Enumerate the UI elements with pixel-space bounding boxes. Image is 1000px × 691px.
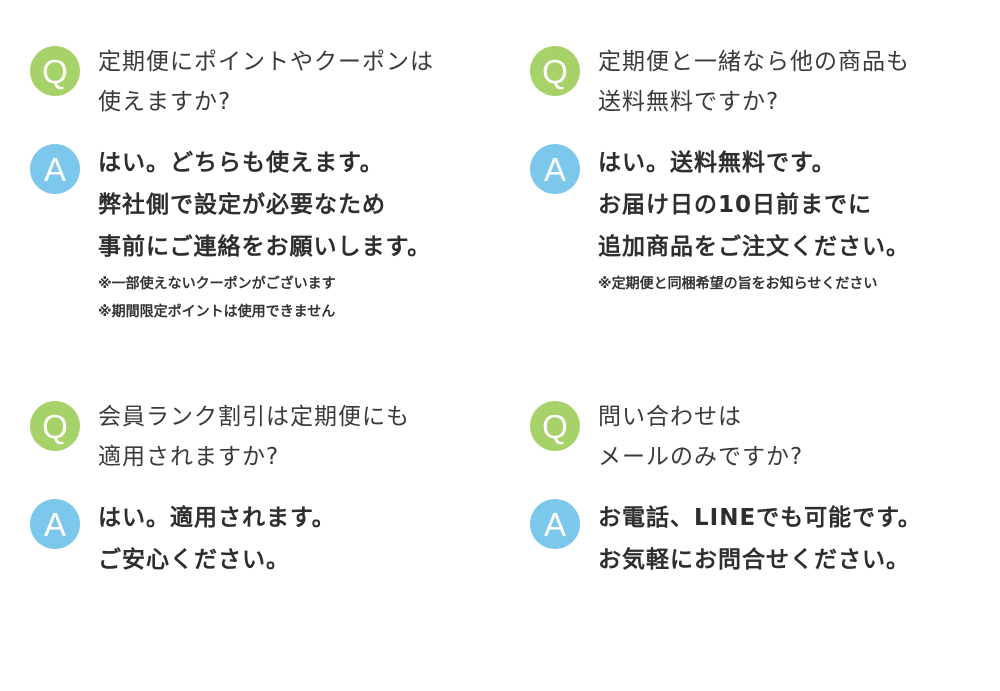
a-badge-icon: A	[30, 499, 80, 549]
question-line: 定期便と一緒なら他の商品も	[598, 49, 910, 75]
question-line: 使えますか?	[98, 89, 232, 115]
a-badge-icon: A	[530, 499, 580, 549]
answer-line: ご安心ください。	[98, 547, 290, 573]
question: Q 定期便と一緒なら他の商品も 送料無料ですか?	[530, 42, 970, 138]
answer-line: お電話、LINEでも可能です。	[598, 505, 922, 531]
answer-line: はい。どちらも使えます。	[98, 150, 384, 176]
question-line: 問い合わせは	[598, 404, 742, 430]
note-line: ※一部使えないクーポンがございます	[98, 276, 336, 292]
question: Q 問い合わせは メールのみですか?	[530, 397, 970, 493]
answer-line: 弊社側で設定が必要なため	[98, 192, 386, 218]
a-badge-icon: A	[530, 144, 580, 194]
question-line: メールのみですか?	[598, 444, 804, 470]
answer-line: はい。適用されます。	[98, 505, 336, 531]
faq-item-contact-methods: Q 問い合わせは メールのみですか? A お電話、LINEでも可能です。 お気軽…	[530, 397, 970, 581]
answer: A はい。どちらも使えます。 弊社側で設定が必要なため 事前にご連絡をお願いしま…	[30, 142, 470, 326]
question-line: 定期便にポイントやクーポンは	[98, 49, 434, 75]
q-badge-icon: Q	[30, 46, 80, 96]
faq-item-points-coupons: Q 定期便にポイントやクーポンは 使えますか? A はい。どちらも使えます。 弊…	[30, 42, 470, 326]
question-line: 会員ランク割引は定期便にも	[98, 404, 410, 430]
question-line: 適用されますか?	[98, 444, 280, 470]
answer-line: お気軽にお問合せください。	[598, 547, 910, 573]
q-badge-icon: Q	[530, 401, 580, 451]
question-line: 送料無料ですか?	[598, 89, 780, 115]
q-badge-icon: Q	[30, 401, 80, 451]
faq-item-member-discount: Q 会員ランク割引は定期便にも 適用されますか? A はい。適用されます。 ご安…	[30, 397, 470, 581]
note-line: ※定期便と同梱希望の旨をお知らせください	[598, 276, 878, 292]
faq-item-free-shipping: Q 定期便と一緒なら他の商品も 送料無料ですか? A はい。送料無料です。 お届…	[530, 42, 970, 298]
answer: A お電話、LINEでも可能です。 お気軽にお問合せください。	[530, 497, 970, 581]
answer-line: 事前にご連絡をお願いします。	[98, 234, 432, 260]
answer-line: はい。送料無料です。	[598, 150, 836, 176]
question: Q 定期便にポイントやクーポンは 使えますか?	[30, 42, 470, 138]
answer-line: 追加商品をご注文ください。	[598, 234, 910, 260]
answer: A はい。送料無料です。 お届け日の10日前までに 追加商品をご注文ください。 …	[530, 142, 970, 298]
question: Q 会員ランク割引は定期便にも 適用されますか?	[30, 397, 470, 493]
answer-line: お届け日の10日前までに	[598, 192, 873, 218]
note-line: ※期間限定ポイントは使用できません	[98, 304, 336, 320]
answer-notes: ※一部使えないクーポンがございます ※期間限定ポイントは使用できません	[98, 270, 470, 326]
a-badge-icon: A	[30, 144, 80, 194]
q-badge-icon: Q	[530, 46, 580, 96]
answer-notes: ※定期便と同梱希望の旨をお知らせください	[598, 270, 970, 298]
answer: A はい。適用されます。 ご安心ください。	[30, 497, 470, 581]
